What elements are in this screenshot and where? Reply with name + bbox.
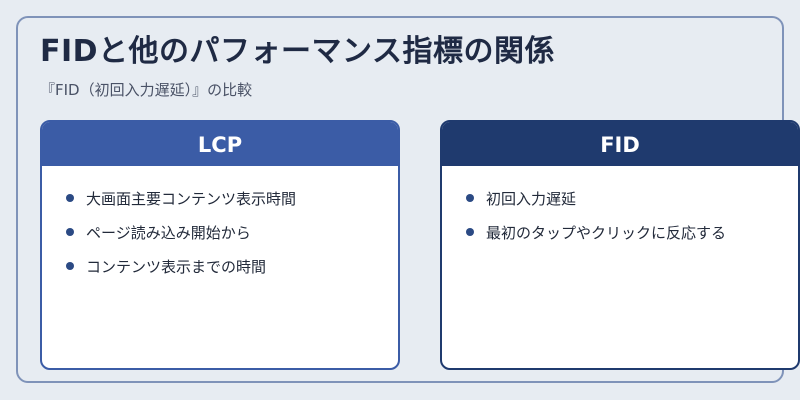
list-item: コンテンツ表示までの時間	[66, 256, 398, 290]
list-item-text: 最初のタップやクリックに反応する	[486, 224, 727, 242]
list-item-text: コンテンツ表示までの時間	[86, 258, 267, 276]
bullet-icon	[466, 194, 474, 202]
list-item: 初回入力遅延	[466, 188, 798, 222]
bullet-icon	[66, 262, 74, 270]
lcp-card: LCP 大画面主要コンテンツ表示時間 ページ読み込み開始から コンテンツ表示まで…	[40, 120, 400, 370]
list-item-text: 大画面主要コンテンツ表示時間	[86, 190, 297, 208]
fid-item-list: 初回入力遅延 最初のタップやクリックに反応する	[442, 166, 798, 256]
fid-card: FID 初回入力遅延 最初のタップやクリックに反応する	[440, 120, 800, 370]
list-item-text: ページ読み込み開始から	[86, 224, 251, 242]
list-item-text: 初回入力遅延	[486, 190, 577, 208]
page-title: FIDと他のパフォーマンス指標の関係	[40, 34, 555, 69]
lcp-item-list: 大画面主要コンテンツ表示時間 ページ読み込み開始から コンテンツ表示までの時間	[42, 166, 398, 290]
list-item: 大画面主要コンテンツ表示時間	[66, 188, 398, 222]
fid-card-heading: FID	[442, 122, 798, 166]
list-item: 最初のタップやクリックに反応する	[466, 222, 798, 256]
list-item: ページ読み込み開始から	[66, 222, 398, 256]
bullet-icon	[66, 228, 74, 236]
page-subtitle: 『FID（初回入力遅延）』の比較	[40, 81, 253, 99]
bullet-icon	[466, 228, 474, 236]
lcp-card-heading: LCP	[42, 122, 398, 166]
bullet-icon	[66, 194, 74, 202]
